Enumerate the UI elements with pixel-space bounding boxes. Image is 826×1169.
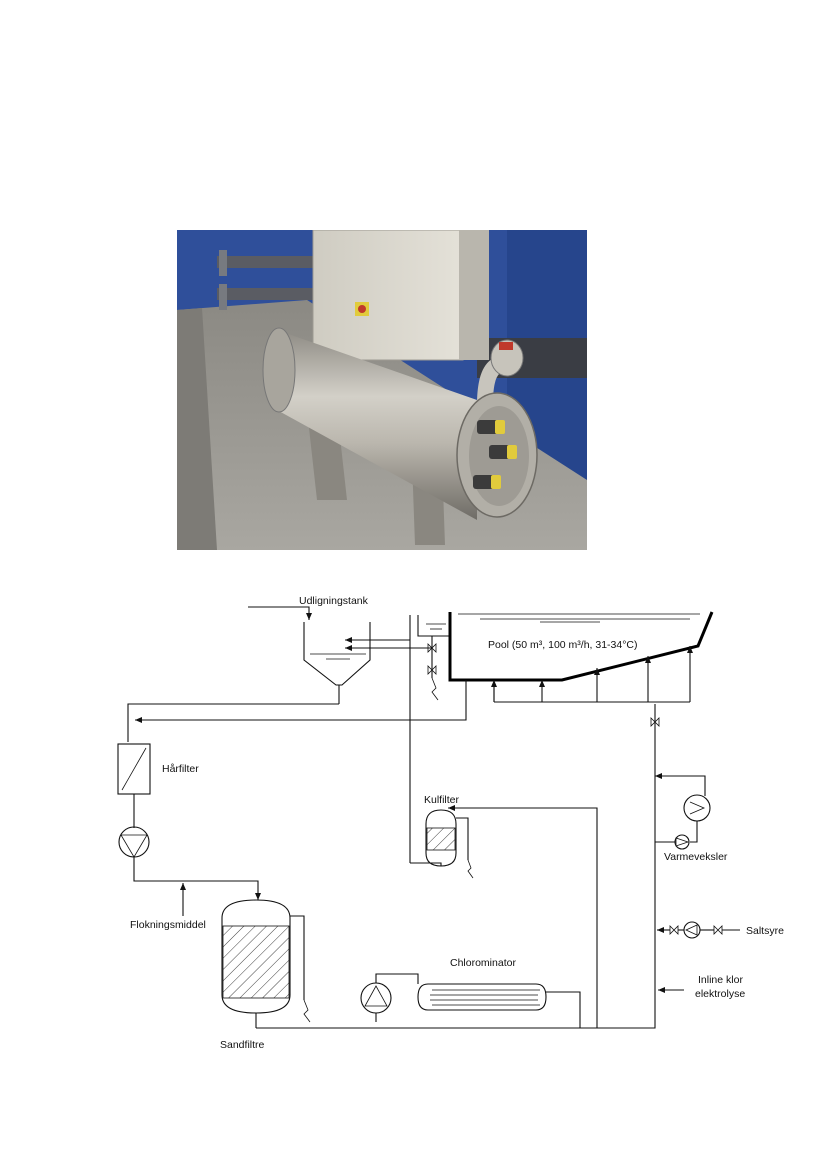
hair-filter: Hårfilter xyxy=(118,744,199,828)
label-inline-klor-1: Inline klor xyxy=(698,974,743,986)
label-saltsyre: Saltsyre xyxy=(746,925,784,937)
inline-chlorine-electrolysis: Inline klor elektrolyse xyxy=(658,974,745,1000)
chlorominator: Chlorominator xyxy=(361,957,580,1028)
heat-exchanger: Varmeveksler xyxy=(655,776,728,863)
flocculant-dosing: Flokningsmiddel xyxy=(130,883,206,931)
label-inline-klor-2: elektrolyse xyxy=(695,988,745,1000)
label-chlorominator: Chlorominator xyxy=(450,957,516,969)
equipment-photo xyxy=(177,230,587,550)
label-harfilter: Hårfilter xyxy=(162,763,199,775)
label-udligningstank: Udligningstank xyxy=(299,595,369,607)
label-pool: Pool (50 m³, 100 m³/h, 31-34°C) xyxy=(488,639,638,651)
label-sandfiltre: Sandfiltre xyxy=(220,1039,265,1051)
hydrochloric-acid-dosing: Saltsyre xyxy=(657,922,784,938)
label-kulfilter: Kulfilter xyxy=(424,794,460,806)
label-varmeveksler: Varmeveksler xyxy=(664,851,728,863)
overflow-gutter xyxy=(345,615,450,863)
process-flow-diagram: Udligningstank Pool (50 m³, 100 m³/h, 31… xyxy=(0,570,826,1090)
equalization-tank: Udligningstank xyxy=(248,595,370,704)
carbon-filter: Kulfilter xyxy=(410,794,597,1028)
label-flokningsmiddel: Flokningsmiddel xyxy=(130,919,206,931)
main-pump xyxy=(119,827,258,900)
